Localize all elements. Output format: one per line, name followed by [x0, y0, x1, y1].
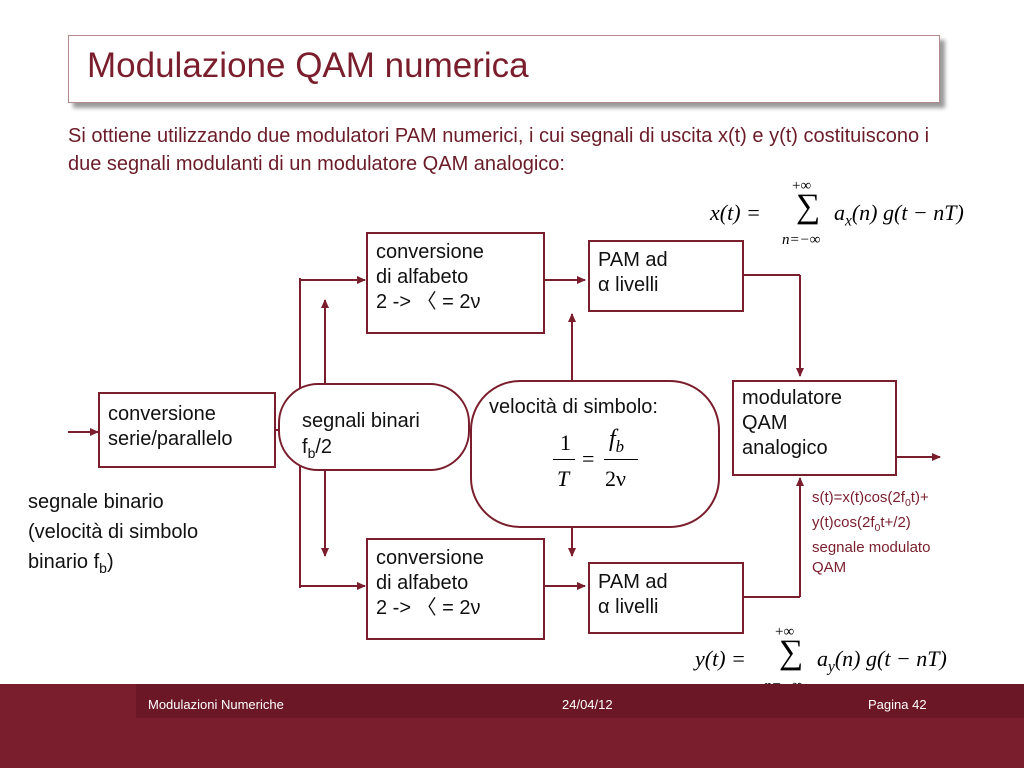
symbol-rate-pill: [470, 380, 720, 528]
alphabet-bottom-line1: conversione: [376, 547, 484, 569]
alphabet-bottom-line2: di alfabeto: [376, 572, 469, 594]
alphabet-bottom-line3: 2 -> 〈 = 2ν: [376, 597, 481, 619]
x-formula-left: x(t) =: [710, 200, 761, 225]
frac-den-left: T: [557, 466, 570, 491]
pam-bottom-box: PAM ad α livelli: [588, 562, 744, 634]
input-signal-label: segnale binario (velocità di simbolo bin…: [28, 487, 198, 583]
x-sigma: ∑: [796, 188, 821, 225]
binary-signals-pill: [278, 383, 470, 471]
pam-bottom-line2: α livelli: [598, 596, 659, 618]
frac-den-right: 2ν: [605, 466, 626, 491]
footer-course: Modulazioni Numeriche: [148, 697, 284, 712]
frac-equals: =: [582, 446, 595, 471]
footer-info-bar: [136, 684, 1024, 718]
frac-num-right: fb: [609, 426, 625, 456]
y-formula-left: y(t) =: [695, 646, 746, 671]
y-sum-top: +∞: [775, 624, 795, 640]
pam-top-line2: α livelli: [598, 274, 659, 296]
output-line3: segnale modulato: [812, 539, 931, 556]
binary-signals-label: segnali binari fb/2: [302, 408, 420, 466]
pam-top-box: PAM ad α livelli: [588, 240, 744, 312]
input-line1: segnale binario: [28, 491, 164, 513]
qam-line2: QAM: [742, 412, 788, 434]
pam-bottom-line1: PAM ad: [598, 571, 668, 593]
serial-parallel-line2: serie/parallelo: [108, 428, 233, 450]
serial-parallel-box: conversione serie/parallelo: [98, 392, 276, 468]
frac-bar-right: [604, 459, 638, 460]
y-formula-right: ay(n) g(t − nT): [817, 646, 947, 676]
qam-line3: analogico: [742, 437, 828, 459]
binary-rate-text: fb/2: [302, 436, 333, 461]
serial-parallel-line1: conversione: [108, 403, 216, 425]
output-line1: s(t)=x(t)cos(2f0t)+: [812, 489, 929, 509]
input-line2: (velocità di simbolo: [28, 521, 199, 543]
input-line3: binario fb): [28, 551, 114, 576]
footer-page-number: Pagina 42: [868, 697, 927, 712]
qam-line1: modulatore: [742, 387, 843, 409]
alphabet-conversion-top-box: conversione di alfabeto 2 -> 〈 = 2ν: [366, 232, 545, 334]
frac-bar-left: [553, 459, 575, 460]
y-sigma: ∑: [779, 634, 804, 671]
output-line4: QAM: [812, 559, 847, 576]
alphabet-top-line3: 2 -> 〈 = 2ν: [376, 291, 481, 313]
binary-signals-text: segnali binari: [302, 410, 420, 432]
x-sum-top: +∞: [792, 178, 812, 194]
pam-top-line1: PAM ad: [598, 249, 668, 271]
alphabet-top-line2: di alfabeto: [376, 266, 469, 288]
intro-text: Si ottiene utilizzando due modulatori PA…: [68, 125, 930, 175]
output-line2: y(t)cos(2f0t+/2): [812, 514, 911, 534]
output-signal-label: s(t)=x(t)cos(2f0t)+ y(t)cos(2f0t+/2) seg…: [812, 488, 930, 578]
page-title: Modulazione QAM numerica: [87, 46, 529, 85]
symbol-rate-label: velocità di simbolo:: [489, 396, 658, 418]
title-box: Modulazione QAM numerica: [68, 35, 940, 103]
alphabet-top-line1: conversione: [376, 241, 484, 263]
qam-modulator-box: modulatore QAM analogico: [732, 380, 897, 476]
alphabet-conversion-bottom-box: conversione di alfabeto 2 -> 〈 = 2ν: [366, 538, 545, 640]
x-formula-right: ax(n) g(t − nT): [834, 200, 964, 230]
frac-num-left: 1: [560, 430, 571, 455]
x-sum-bottom: n=−∞: [782, 232, 821, 248]
footer-date: 24/04/12: [562, 697, 613, 712]
